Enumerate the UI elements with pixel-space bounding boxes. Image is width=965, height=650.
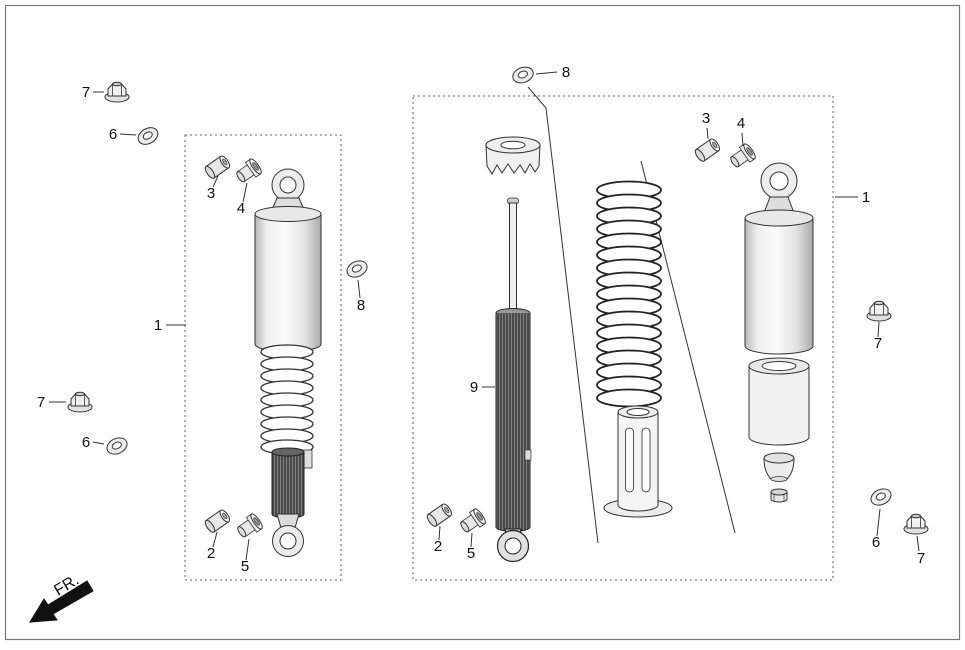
callout-8-left: 8: [357, 297, 365, 314]
callout-1-right: 1: [862, 189, 870, 206]
damper-unit-9: [495, 197, 532, 563]
callout-2-left: 2: [207, 545, 215, 562]
callout-7-mid-left: 7: [37, 394, 45, 411]
callout-3-left: 3: [207, 185, 215, 202]
callout-3-right: 3: [702, 110, 710, 127]
diagram-border: [4, 4, 961, 641]
assembly-line-right: [640, 160, 736, 534]
lock-nut-small: [770, 488, 788, 503]
callout-2-right: 2: [434, 538, 442, 555]
callout-5-right: 5: [467, 545, 475, 562]
callout-7-right-upper: 7: [874, 335, 882, 352]
callout-9-damper: 9: [470, 379, 478, 396]
callout-6-right-lower: 6: [872, 534, 880, 551]
callout-4-right: 4: [737, 115, 745, 132]
callout-4-left: 4: [237, 200, 245, 217]
spring-seat: [485, 136, 541, 175]
callout-6-mid-left: 6: [82, 434, 90, 451]
shock-body-right: [744, 162, 814, 355]
callout-7-top-left: 7: [82, 84, 90, 101]
leader-lines: [49, 71, 920, 561]
callout-6-top-left: 6: [109, 126, 117, 143]
callout-5-left: 5: [241, 558, 249, 575]
callout-1-left: 1: [154, 317, 162, 334]
right-group-box: [412, 95, 834, 581]
callout-7-right-lower: 7: [917, 550, 925, 567]
coil-spring: [596, 180, 662, 408]
assembly-line-left: [527, 86, 599, 544]
shock-absorber-assembly-left: [254, 168, 322, 557]
bump-stop: [763, 452, 795, 482]
lower-cover: [748, 357, 810, 446]
spring-guide: [603, 405, 673, 518]
callout-8-top: 8: [562, 64, 570, 81]
fr-direction-arrow: [29, 580, 94, 623]
